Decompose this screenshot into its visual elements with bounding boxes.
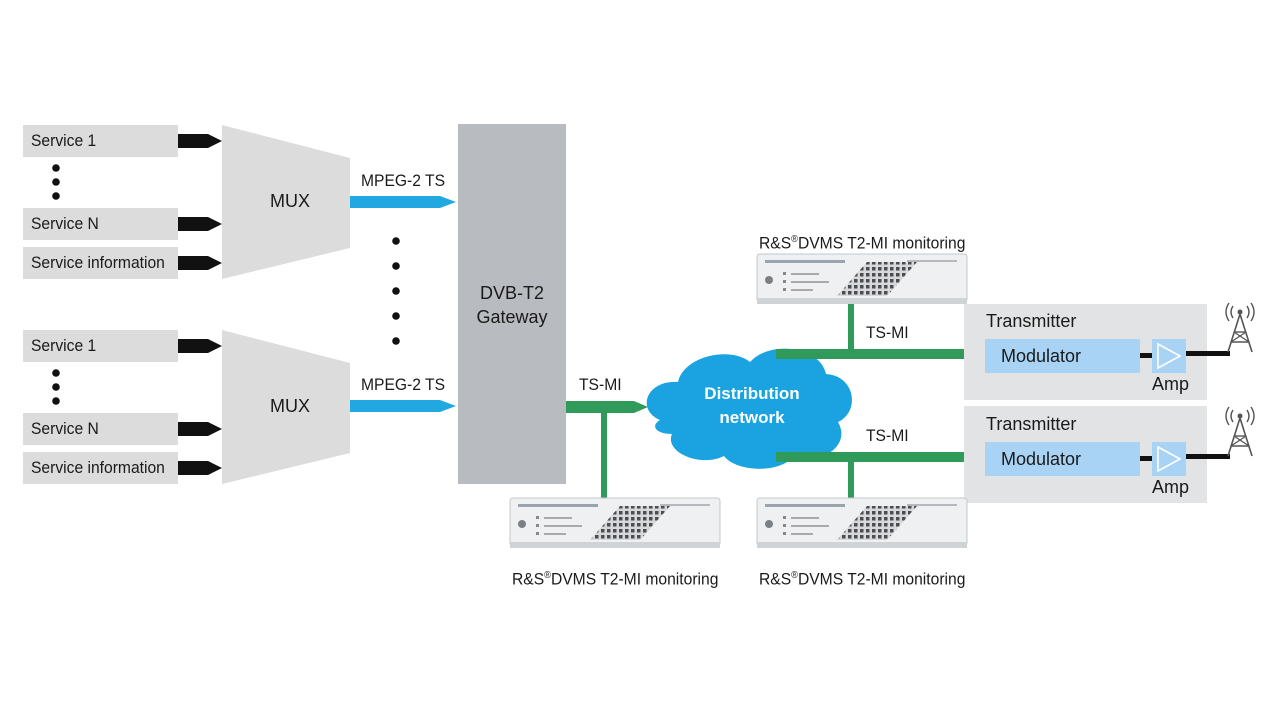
tsmi-link-label: TS-MI	[866, 426, 909, 445]
gateway-label: DVB-T2 Gateway	[458, 281, 566, 329]
rf-connectors	[1140, 351, 1230, 461]
antenna-tower-icon	[1225, 302, 1255, 457]
monitoring-label: R&S®DVMS T2-MI monitoring	[512, 566, 718, 590]
amplifier-triangle-icon	[1152, 339, 1186, 476]
monitoring-label: R&S®DVMS T2-MI monitoring	[759, 230, 965, 254]
mux-label: MUX	[270, 396, 310, 416]
transmitter-title: Transmitter	[986, 311, 1077, 331]
monitoring-label-prefix: R&S	[759, 569, 792, 589]
transmitter-title: Transmitter	[986, 414, 1077, 434]
gateway-tsmi-label: TS-MI	[579, 375, 622, 394]
registered-mark: ®	[791, 234, 798, 245]
gateway-label-line2: Gateway	[476, 307, 548, 327]
service-box: Service 1	[23, 330, 178, 362]
gateway-tsmi-link	[566, 401, 648, 503]
amp-label: Amp	[1152, 374, 1190, 394]
transmitter-links	[776, 300, 986, 503]
service-box: Service 1	[23, 125, 178, 157]
mpeg-arrows	[350, 196, 456, 412]
mpeg-ts-label: MPEG-2 TS	[361, 375, 446, 394]
cloud-label-line1: Distribution	[704, 384, 800, 403]
mux-shape-1	[222, 125, 350, 279]
mux-label: MUX	[270, 191, 310, 211]
service-box: Service information	[23, 452, 178, 484]
distribution-cloud	[646, 348, 852, 469]
tsmi-link-label: TS-MI	[866, 323, 909, 342]
amp-label: Amp	[1152, 477, 1190, 497]
cloud-label-line2: network	[719, 408, 785, 427]
service-box: Service N	[23, 413, 178, 445]
monitoring-label-prefix: R&S	[512, 569, 545, 589]
ellipsis-dots-services	[52, 164, 60, 405]
monitoring-label: R&S®DVMS T2-MI monitoring	[759, 566, 965, 590]
monitoring-label-suffix: DVMS T2-MI monitoring	[797, 233, 966, 253]
gateway-label-line1: DVB-T2	[479, 283, 544, 303]
service-box: Service N	[23, 208, 178, 240]
input-arrows-group-2	[178, 339, 222, 475]
cloud-label: Distribution network	[672, 382, 832, 430]
monitoring-label-suffix: DVMS T2-MI monitoring	[550, 569, 719, 589]
gateway-box	[458, 124, 566, 484]
mpeg-ts-label: MPEG-2 TS	[361, 171, 446, 190]
input-arrows-group-1	[178, 134, 222, 270]
monitoring-label-prefix: R&S	[759, 233, 792, 253]
registered-mark: ®	[544, 570, 551, 581]
monitoring-label-suffix: DVMS T2-MI monitoring	[797, 569, 966, 589]
service-box: Service information	[23, 247, 178, 279]
ellipsis-dots-groups	[392, 237, 400, 345]
modulator-box: Modulator	[985, 339, 1140, 373]
mux-shape-2	[222, 330, 350, 484]
registered-mark: ®	[791, 570, 798, 581]
modulator-box: Modulator	[985, 442, 1140, 476]
